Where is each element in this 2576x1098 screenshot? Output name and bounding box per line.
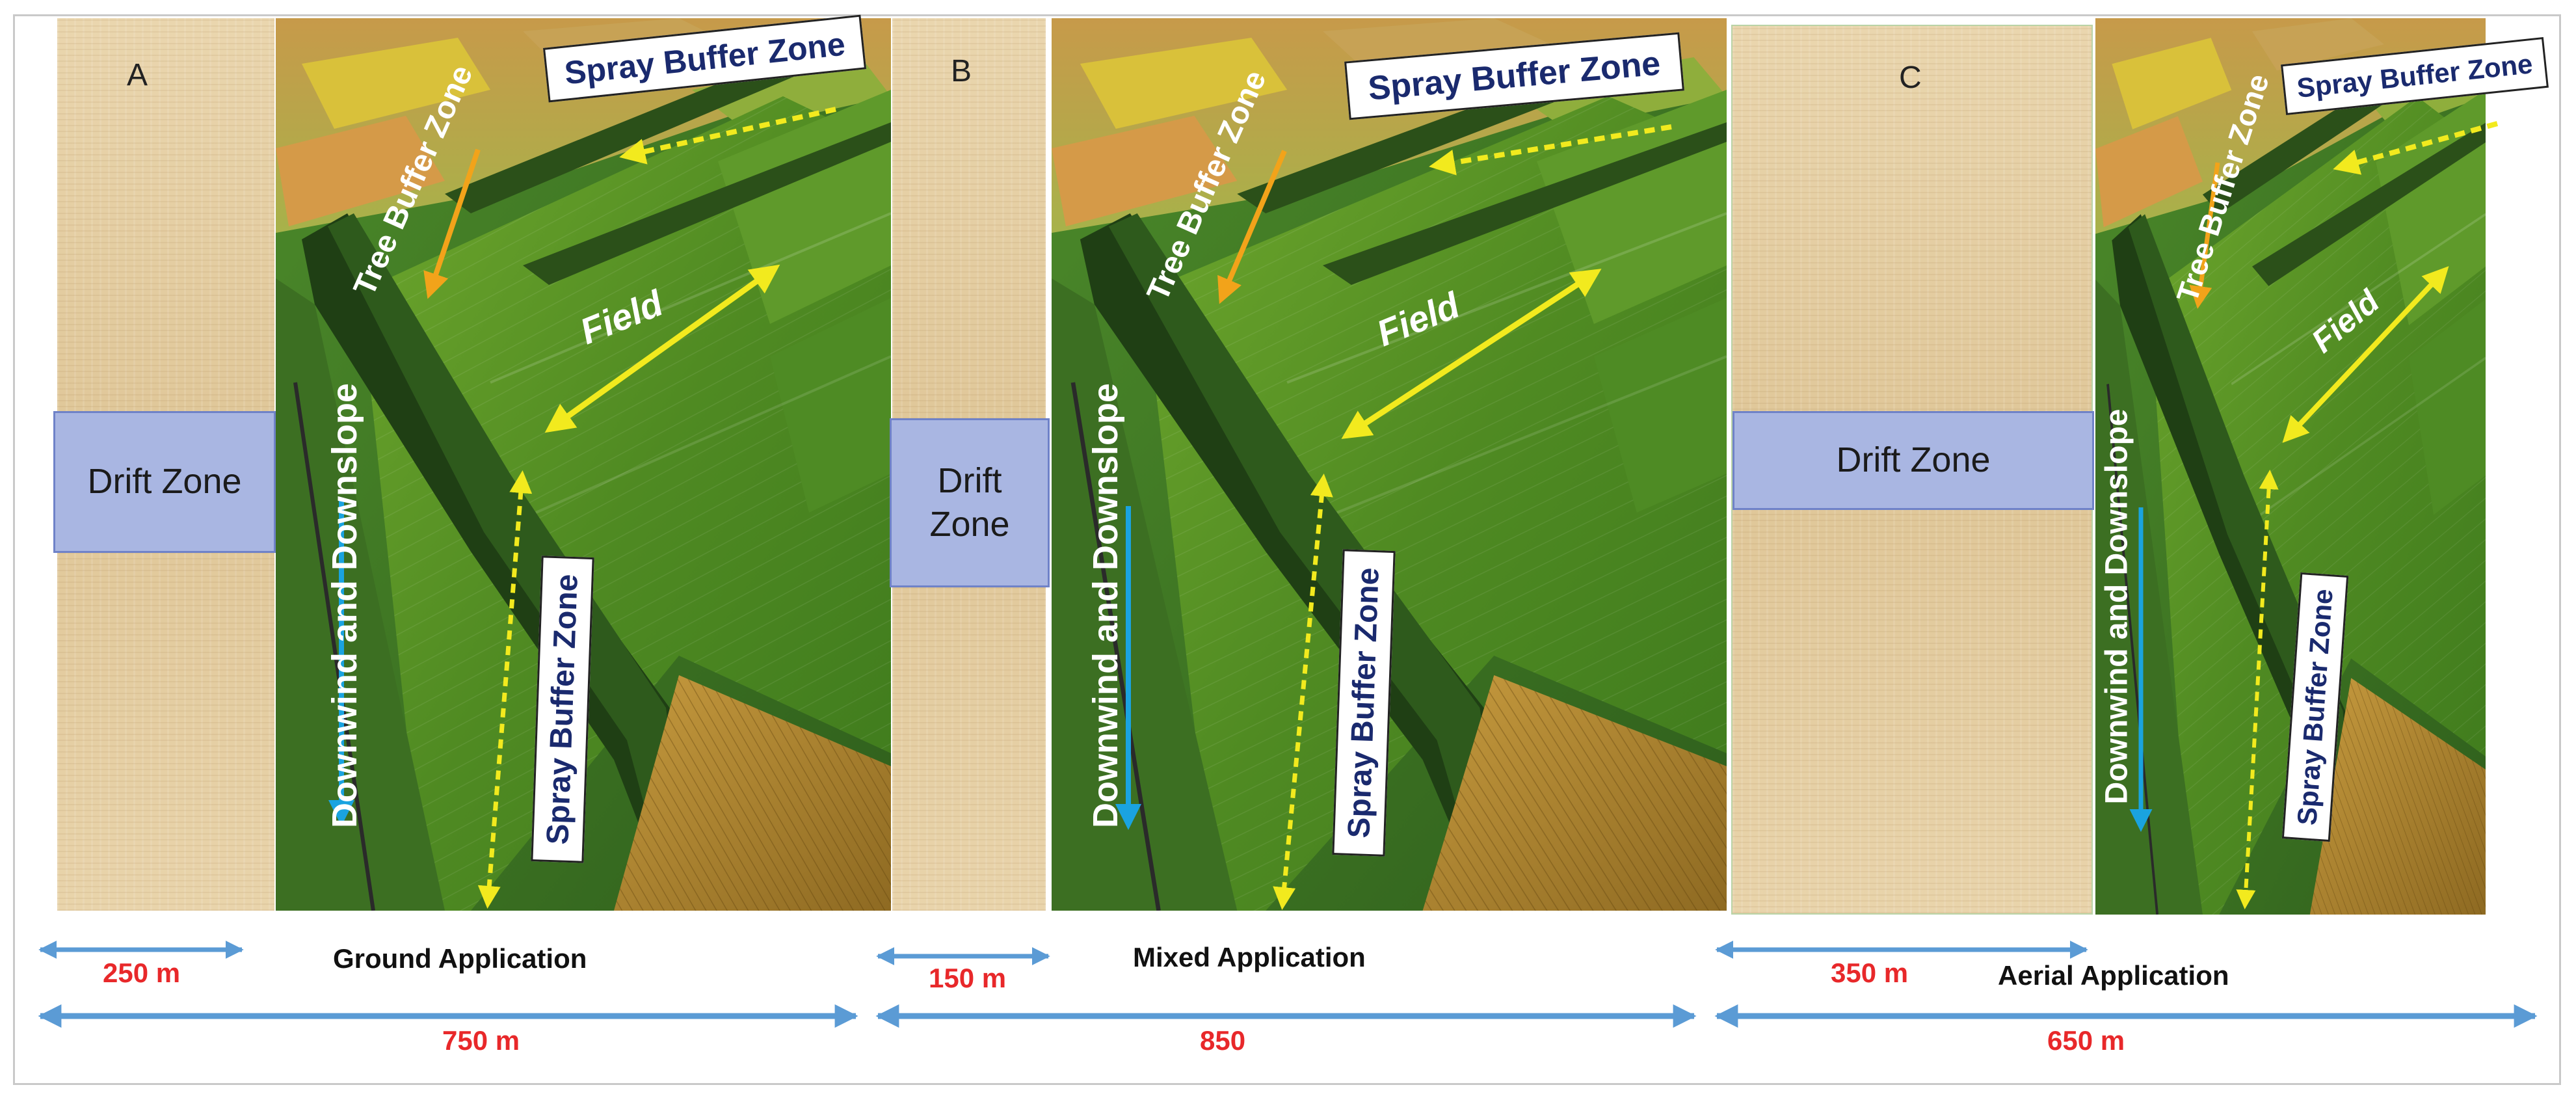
panel-a-drift-width: 250 m bbox=[103, 957, 181, 988]
panel-b-letter: B bbox=[951, 54, 972, 88]
panel-c-application-label: Aerial Application bbox=[1998, 960, 2229, 991]
panel-b-total-width: 850 bbox=[1200, 1025, 1246, 1056]
panel-a-spray-buffer-side-label: Spray Buffer Zone bbox=[531, 556, 594, 863]
panel-a-total-width: 750 m bbox=[442, 1025, 520, 1056]
panel-a-drift-zone: Drift Zone bbox=[53, 411, 276, 553]
figure-frame bbox=[13, 14, 2561, 1085]
panel-c-drift-zone: Drift Zone bbox=[1733, 411, 2094, 510]
panel-c-letter: C bbox=[1899, 60, 1922, 95]
panel-a-sand-strip bbox=[57, 18, 274, 911]
panel-c-drift-width: 350 m bbox=[1831, 957, 1909, 988]
panel-b-drift-zone: Drift Zone bbox=[890, 418, 1050, 587]
panel-c-downwind-label: Downwind and Downslope bbox=[2099, 408, 2134, 805]
panel-b-drift-width: 150 m bbox=[929, 963, 1007, 993]
panel-b-spray-buffer-side-label: Spray Buffer Zone bbox=[1332, 549, 1396, 857]
panel-a-letter: A bbox=[127, 58, 148, 92]
panel-a-downwind-label: Downwind and Downslope bbox=[325, 383, 364, 828]
panel-a-application-label: Ground Application bbox=[333, 943, 587, 974]
panel-c-total-width: 650 m bbox=[2047, 1025, 2125, 1056]
panel-b-downwind-label: Downwind and Downslope bbox=[1086, 383, 1125, 828]
panel-b-application-label: Mixed Application bbox=[1133, 942, 1366, 972]
